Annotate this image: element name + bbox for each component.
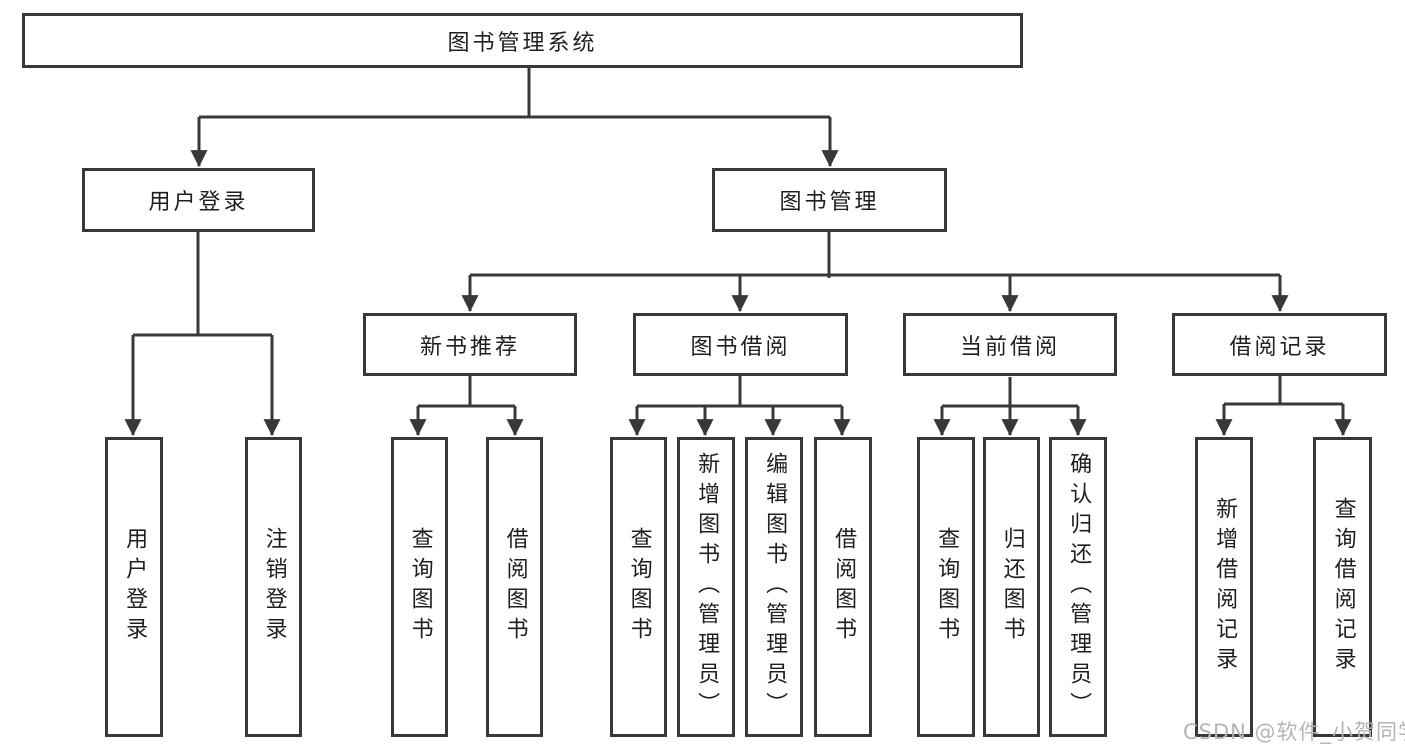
leaf-borrow-books: 借阅图书 — [814, 437, 872, 737]
node-user-login: 用户登录 — [82, 168, 315, 232]
node-library-system: 图书管理系统 — [22, 13, 1023, 68]
node-book-management-label: 图书管理 — [779, 190, 880, 215]
leaf-add-books-admin-label: 新增图书（管理员） — [694, 452, 720, 722]
node-book-borrowing-label: 图书借阅 — [690, 334, 791, 360]
leaf-add-borrow-record-label: 新增借阅记录 — [1212, 497, 1238, 677]
leaf-add-borrow-record: 新增借阅记录 — [1195, 437, 1253, 737]
node-library-system-label: 图书管理系统 — [447, 30, 598, 56]
leaf-confirm-return-admin-label: 确认归还（管理员） — [1066, 452, 1092, 722]
node-borrowing-records-label: 借阅记录 — [1229, 334, 1330, 360]
leaf-logout-label: 注销登录 — [261, 527, 287, 647]
leaf-return-books-label: 归还图书 — [999, 527, 1025, 647]
node-borrowing-records: 借阅记录 — [1172, 313, 1387, 376]
leaf-query-books-borrowing: 查询图书 — [610, 437, 667, 737]
leaf-query-books-recommend: 查询图书 — [391, 437, 448, 737]
leaf-borrow-books-label: 借阅图书 — [831, 527, 857, 647]
leaf-borrow-books-recommend-label: 借阅图书 — [502, 527, 528, 647]
node-new-book-recommend-label: 新书推荐 — [419, 334, 520, 360]
leaf-borrow-books-recommend: 借阅图书 — [486, 437, 543, 737]
leaf-return-books: 归还图书 — [983, 437, 1040, 737]
leaf-query-books-borrowing-label: 查询图书 — [626, 527, 652, 647]
leaf-query-borrow-record-label: 查询借阅记录 — [1330, 497, 1356, 677]
node-book-management: 图书管理 — [712, 168, 947, 232]
leaf-query-borrow-record: 查询借阅记录 — [1313, 437, 1372, 737]
leaf-edit-books-admin: 编辑图书（管理员） — [745, 437, 803, 737]
node-current-borrowing-label: 当前借阅 — [959, 334, 1060, 360]
leaf-query-books-current-label: 查询图书 — [934, 527, 960, 647]
leaf-logout: 注销登录 — [245, 437, 302, 737]
leaf-user-login: 用户登录 — [105, 437, 163, 737]
node-current-borrowing: 当前借阅 — [903, 313, 1117, 376]
leaf-confirm-return-admin: 确认归还（管理员） — [1049, 437, 1107, 737]
leaf-user-login-label: 用户登录 — [122, 527, 148, 647]
node-book-borrowing: 图书借阅 — [633, 313, 848, 376]
node-user-login-label: 用户登录 — [148, 190, 249, 215]
leaf-add-books-admin: 新增图书（管理员） — [677, 437, 735, 737]
leaf-query-books-recommend-label: 查询图书 — [407, 527, 433, 647]
csdn-watermark: CSDN @软件_小贺同学 — [1183, 720, 1405, 744]
leaf-edit-books-admin-label: 编辑图书（管理员） — [762, 452, 788, 722]
leaf-query-books-current: 查询图书 — [917, 437, 975, 737]
node-new-book-recommend: 新书推荐 — [363, 313, 577, 376]
